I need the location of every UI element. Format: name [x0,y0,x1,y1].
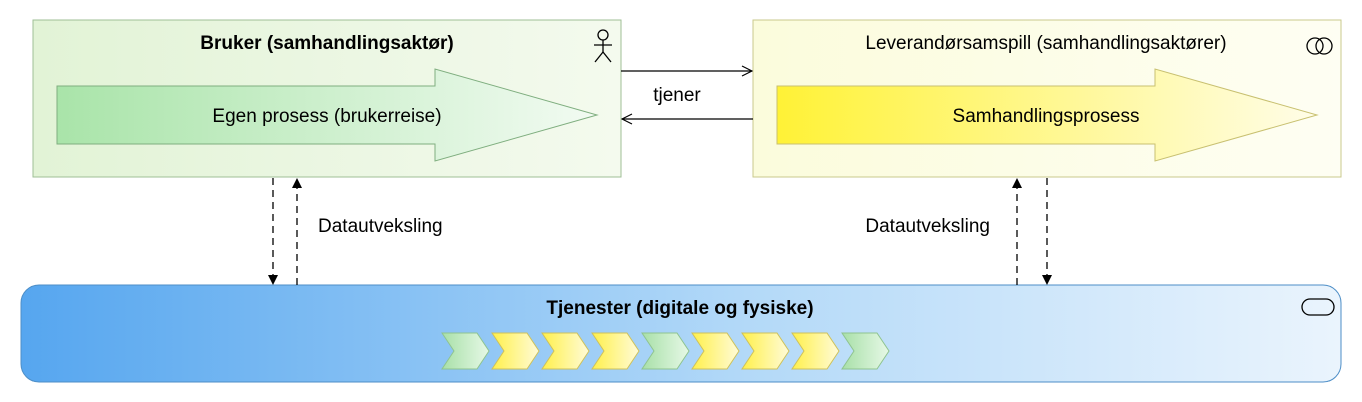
chevron-yellow [591,332,640,370]
user-process-label: Egen prosess (brukerreise) [212,106,441,127]
left-exchange-label: Datautveksling [318,216,443,237]
actor-icon [594,29,612,63]
service-icon [1301,298,1335,316]
serving-label: tjener [653,85,701,106]
right-exchange-label: Datautveksling [865,216,990,237]
value-stream-chevrons [441,332,890,370]
chevron-yellow [741,332,790,370]
services-box-frame [20,284,1342,383]
services-box-title: Tjenester (digitale og fysiske) [546,298,813,319]
supplier-box-title: Leverandørsamspill (samhandlingsaktører) [865,33,1226,54]
chevron-yellow [691,332,740,370]
chevron-yellow [791,332,840,370]
serving-relation[interactable]: tjener [621,71,753,119]
user-process-arrow[interactable] [56,68,599,162]
collaboration-icon [1306,37,1333,55]
user-box[interactable]: Bruker (samhandlingsaktør) Egen prosess … [32,19,622,178]
chevron-green [441,332,490,370]
left-data-exchange[interactable]: Datautveksling [268,178,443,285]
chevron-yellow [541,332,590,370]
supplier-process-arrow[interactable] [776,68,1319,162]
chevron-green [641,332,690,370]
services-box[interactable]: Tjenester (digitale og fysiske) [20,284,1342,383]
chevron-yellow [491,332,540,370]
supplier-process-label: Samhandlingsprosess [953,106,1140,127]
chevron-green [841,332,890,370]
user-box-title: Bruker (samhandlingsaktør) [200,33,453,54]
supplier-box[interactable]: Leverandørsamspill (samhandlingsaktører)… [752,19,1342,178]
right-data-exchange[interactable]: Datautveksling [865,178,1052,285]
